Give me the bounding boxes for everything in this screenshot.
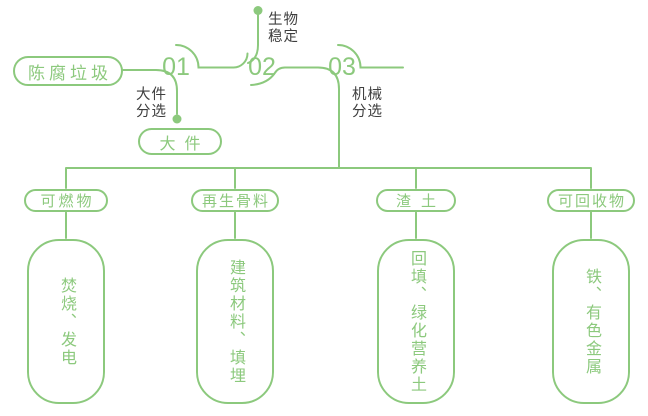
- step02-process-label: 生物 稳定: [268, 12, 299, 46]
- arc-step03: [337, 44, 404, 69]
- step-number-03: 03: [328, 53, 356, 81]
- output-box-slag-soil: 回填、绿化营养土: [377, 239, 455, 404]
- step01-label-line2: 分选: [136, 104, 167, 120]
- output-text-recyclables: 铁、有色金属: [583, 267, 600, 376]
- bulky-output-node: 大件: [138, 128, 222, 155]
- arc-step01: [175, 44, 234, 69]
- output-box-recycled-aggregate: 建筑材料、填埋: [196, 239, 274, 404]
- output-text-combustibles: 焚烧、发电: [58, 276, 75, 367]
- output-text-slag-soil: 回填、绿化营养土: [408, 249, 425, 394]
- hook-step02: [232, 52, 249, 69]
- step02-label-line2: 稳定: [268, 29, 299, 45]
- step03-label-line2: 分选: [352, 104, 383, 120]
- line-source-to-step01: [122, 69, 178, 115]
- step-number-01: 01: [162, 53, 190, 81]
- line-step02-to-bar: [250, 66, 340, 169]
- branch-node-combustibles: 可燃物: [24, 189, 108, 212]
- bulky-branch-dot: [172, 114, 182, 124]
- branch-node-recycled-aggregate: 再生骨料: [191, 189, 279, 212]
- branch-node-recyclables: 可回收物: [547, 189, 635, 212]
- step01-process-label: 大件 分选: [136, 87, 167, 121]
- step-number-02: 02: [248, 53, 276, 81]
- line-bio-drop: [247, 14, 259, 64]
- branch-connectors: [65, 211, 592, 239]
- step02-label-line1: 生物: [268, 12, 299, 28]
- branch-node-slag-soil: 渣土: [376, 189, 456, 212]
- bio-branch-dot: [253, 6, 263, 15]
- step03-process-label: 机械 分选: [352, 87, 383, 121]
- source-node: 陈腐垃圾: [13, 56, 123, 86]
- step01-label-line1: 大件: [136, 87, 167, 103]
- output-box-recyclables: 铁、有色金属: [552, 239, 630, 404]
- output-box-combustibles: 焚烧、发电: [27, 239, 105, 404]
- output-text-recycled-aggregate: 建筑材料、填埋: [227, 258, 244, 385]
- step03-label-line1: 机械: [352, 87, 383, 103]
- distribution-bar: [65, 167, 592, 189]
